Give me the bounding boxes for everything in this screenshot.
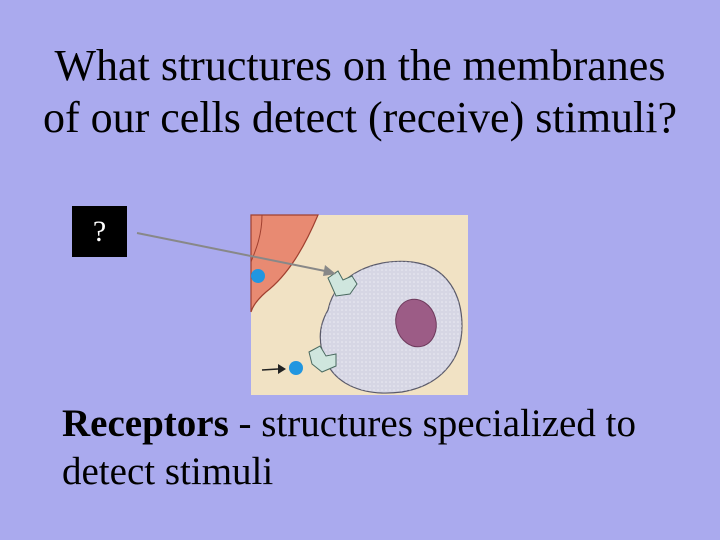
signal-arrow-head — [278, 364, 286, 374]
target-cell — [319, 260, 463, 394]
receptor-lower — [308, 345, 337, 373]
signal-molecule-2 — [289, 361, 303, 375]
signal-molecule-1 — [251, 269, 265, 283]
answer-definition: - structures specialized to detect stimu… — [62, 402, 636, 493]
question-mark-box: ? — [72, 206, 127, 257]
neighbor-cell — [250, 214, 319, 313]
pointer-arrow-head — [323, 265, 336, 276]
receptor-upper — [327, 270, 358, 297]
answer-term: Receptors — [62, 402, 229, 445]
pointer-arrow-line — [136, 232, 331, 273]
neighbor-cell-edge — [250, 214, 263, 263]
nucleus — [395, 298, 437, 348]
diagram-panel — [251, 215, 468, 395]
slide-answer: Receptors - structures specialized to de… — [62, 400, 702, 496]
signal-arrow-line — [261, 368, 279, 371]
slide-question: What structures on the membranes of our … — [42, 41, 678, 142]
